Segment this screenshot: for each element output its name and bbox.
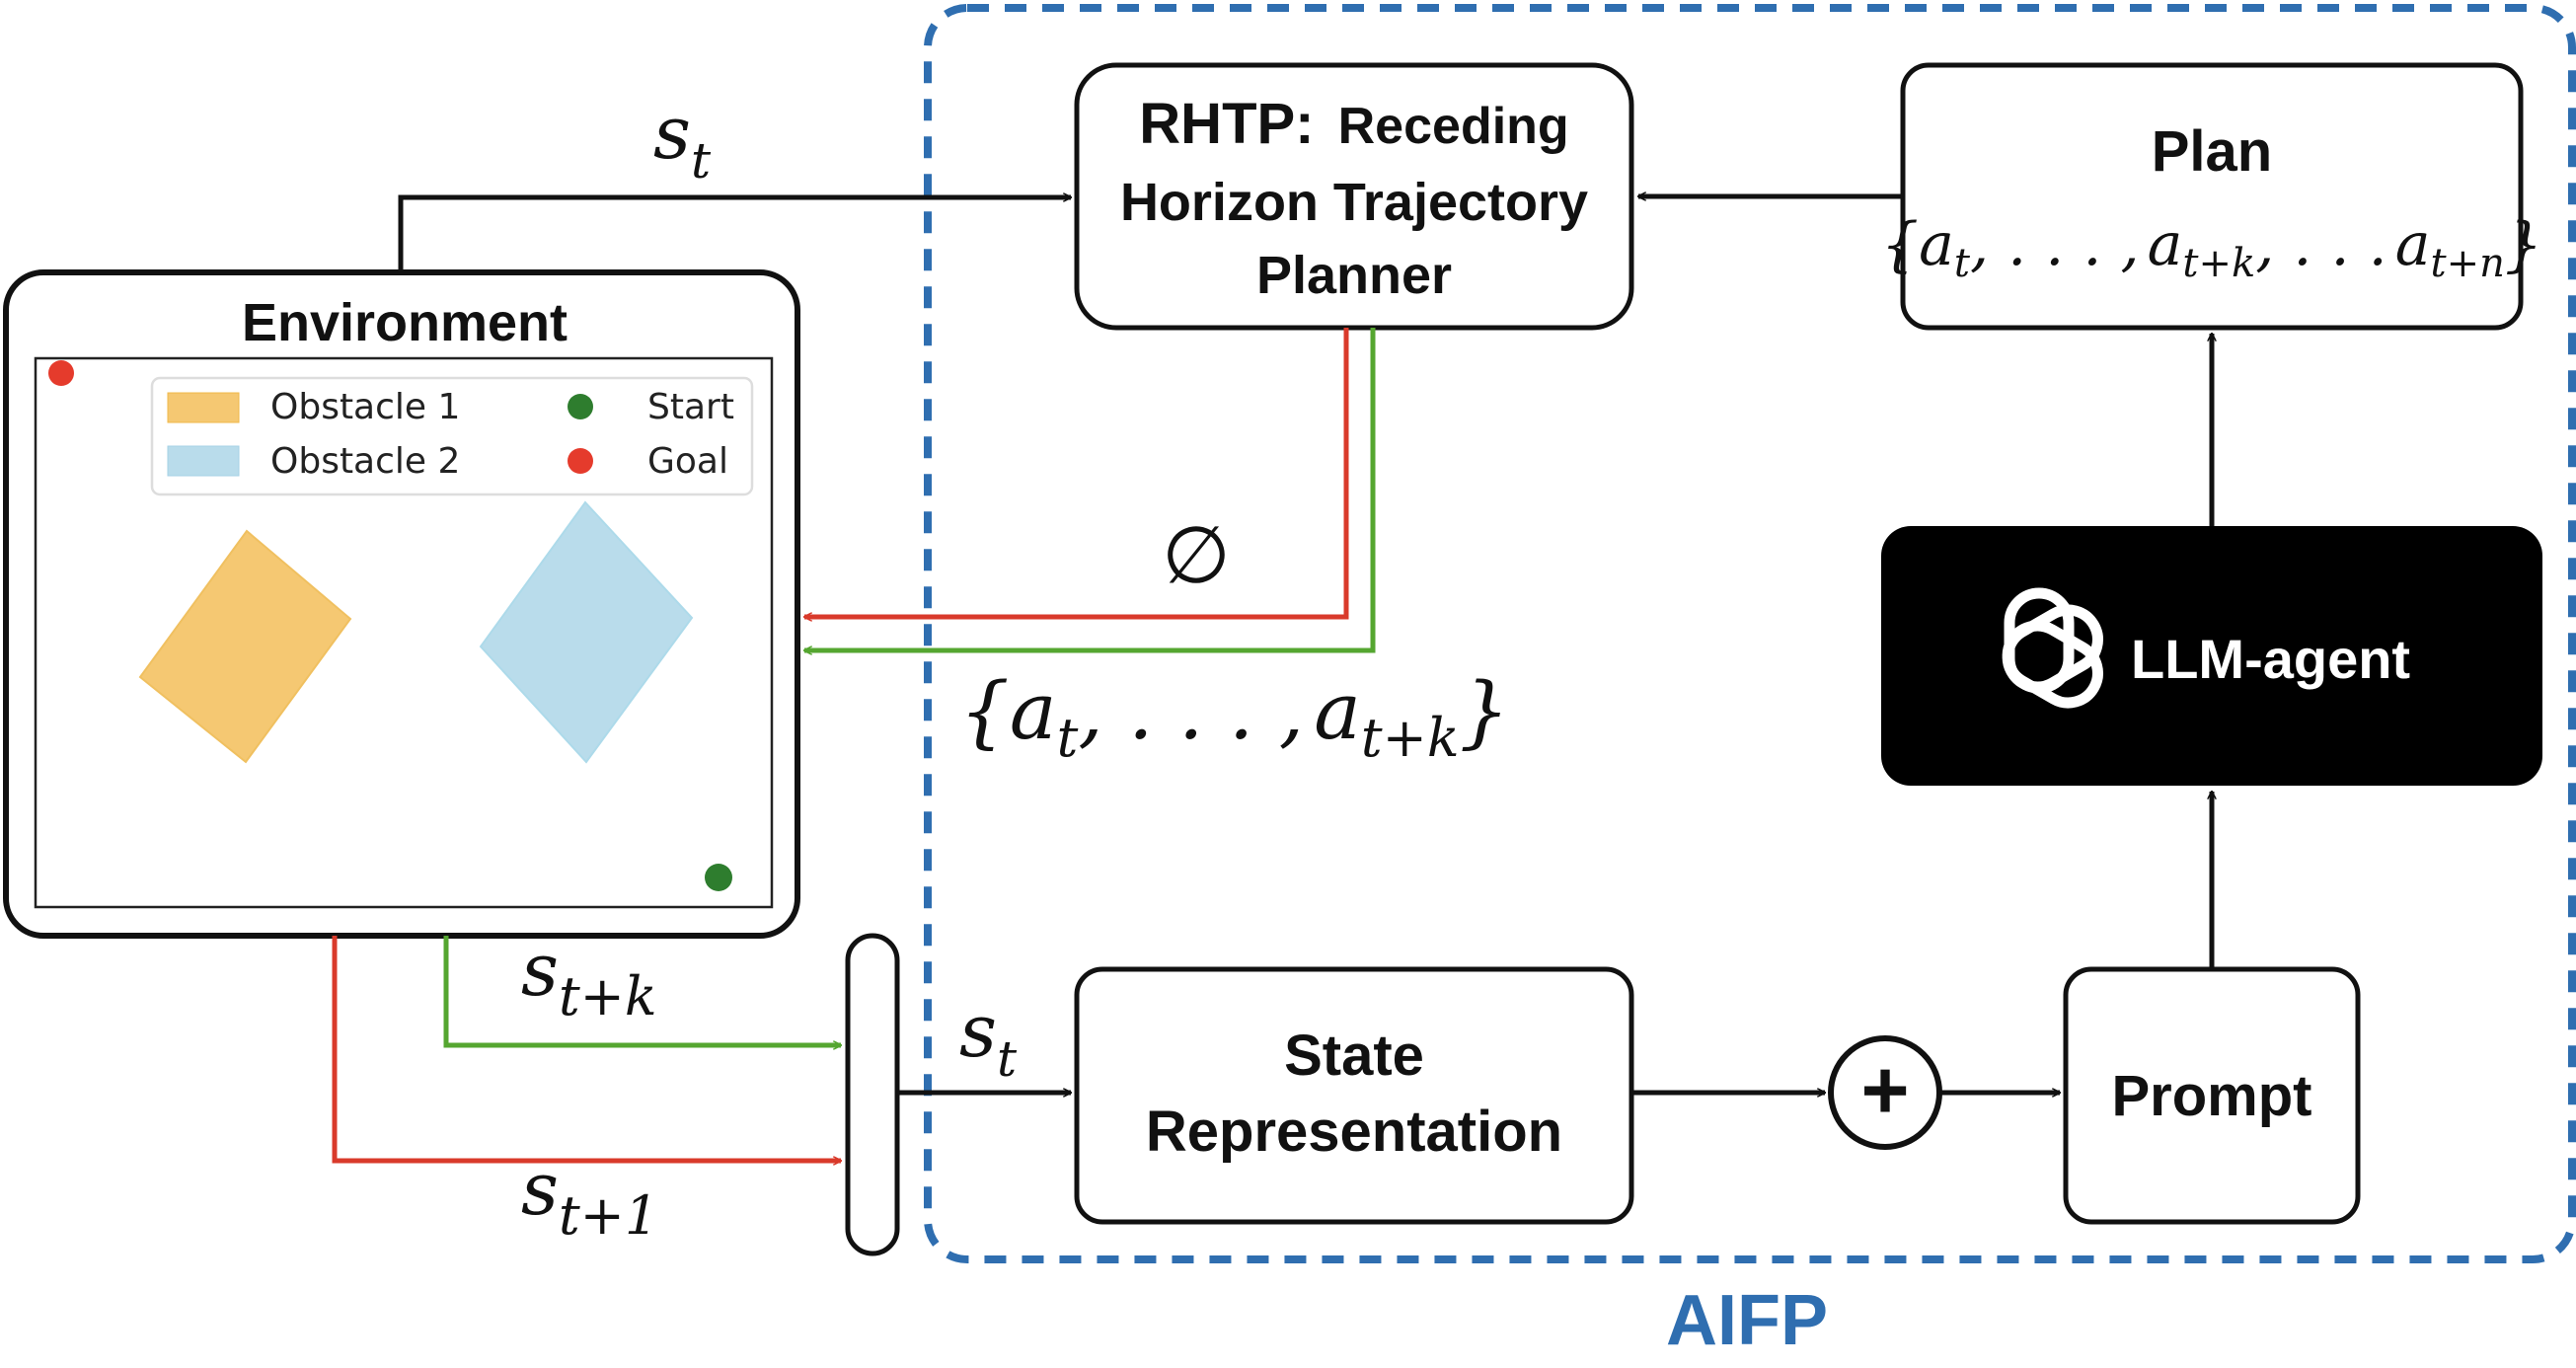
legend-obstacle2-swatch bbox=[167, 445, 240, 477]
label-actions: {at, . . . ,at+k} bbox=[959, 665, 1509, 769]
label-s-t-plus-k: st+k bbox=[521, 928, 657, 1027]
rhtp-line1-rest: Receding bbox=[1338, 98, 1569, 155]
obstacle-1 bbox=[138, 529, 352, 764]
prompt-box: Prompt bbox=[2063, 966, 2361, 1225]
prompt-label: Prompt bbox=[2112, 1064, 2312, 1128]
legend-obstacle1-label: Obstacle 1 bbox=[270, 387, 460, 427]
rhtp-box: RHTP: Receding Horizon Trajectory Planne… bbox=[1074, 62, 1634, 331]
state-repr-line1: State bbox=[1284, 1024, 1424, 1088]
rhtp-line2: Horizon Trajectory bbox=[1120, 173, 1588, 232]
edge-rhtp-to-env-empty bbox=[804, 328, 1349, 617]
legend-obstacle1-swatch bbox=[167, 392, 240, 423]
legend-start-label: Start bbox=[647, 387, 734, 427]
edge-rhtp-to-env-actions bbox=[804, 328, 1376, 650]
edge-env-to-bar-s-t-plus-1 bbox=[332, 936, 841, 1161]
edge-env-to-bar-s-t-plus-k bbox=[443, 936, 841, 1045]
plan-box: Plan {at, . . . ,at+k, . . .at+n} bbox=[1881, 62, 2542, 331]
llm-agent-label: LLM-agent bbox=[2131, 628, 2410, 690]
plan-title: Plan bbox=[2152, 119, 2273, 184]
junction-bar bbox=[845, 933, 900, 1256]
environment-legend: Obstacle 1 Obstacle 2 Start Goal bbox=[150, 376, 754, 496]
environment-title: Environment bbox=[242, 293, 568, 352]
combine-plus-icon: + bbox=[1860, 1043, 1909, 1136]
aifp-label: AIFP bbox=[1666, 1281, 1828, 1360]
legend-start-marker bbox=[568, 394, 593, 419]
rhtp-line3: Planner bbox=[1256, 246, 1452, 305]
combine-node: + bbox=[1828, 1035, 1942, 1150]
obstacle-2 bbox=[479, 500, 694, 764]
legend-goal-marker bbox=[568, 448, 593, 474]
rhtp-prefix: RHTP: bbox=[1139, 92, 1314, 156]
edge-env-to-rhtp bbox=[398, 197, 1071, 272]
llm-agent-box: LLM-agent bbox=[1881, 526, 2542, 786]
legend-obstacle2-label: Obstacle 2 bbox=[270, 441, 460, 482]
label-empty-set: ∅ bbox=[1162, 509, 1231, 601]
label-s-t-top: st bbox=[653, 91, 712, 190]
legend-goal-label: Goal bbox=[647, 441, 728, 482]
label-s-t-plus-1: st+1 bbox=[521, 1147, 658, 1247]
start-point bbox=[705, 864, 732, 891]
openai-logo-icon bbox=[2002, 587, 2103, 709]
state-representation-box: State Representation bbox=[1074, 966, 1634, 1225]
environment-box: Environment Obstacle 1 Obstacle 2 Start … bbox=[3, 269, 800, 939]
aifp-region bbox=[924, 4, 2576, 1263]
goal-point bbox=[48, 360, 74, 386]
label-s-t-bottom: st bbox=[959, 989, 1018, 1088]
svg-text:RHTP: Receding: RHTP: Receding bbox=[1139, 92, 1568, 156]
state-repr-line2: Representation bbox=[1146, 1100, 1562, 1164]
plan-formula: {at, . . . ,at+k, . . .at+n} bbox=[1881, 210, 2542, 286]
